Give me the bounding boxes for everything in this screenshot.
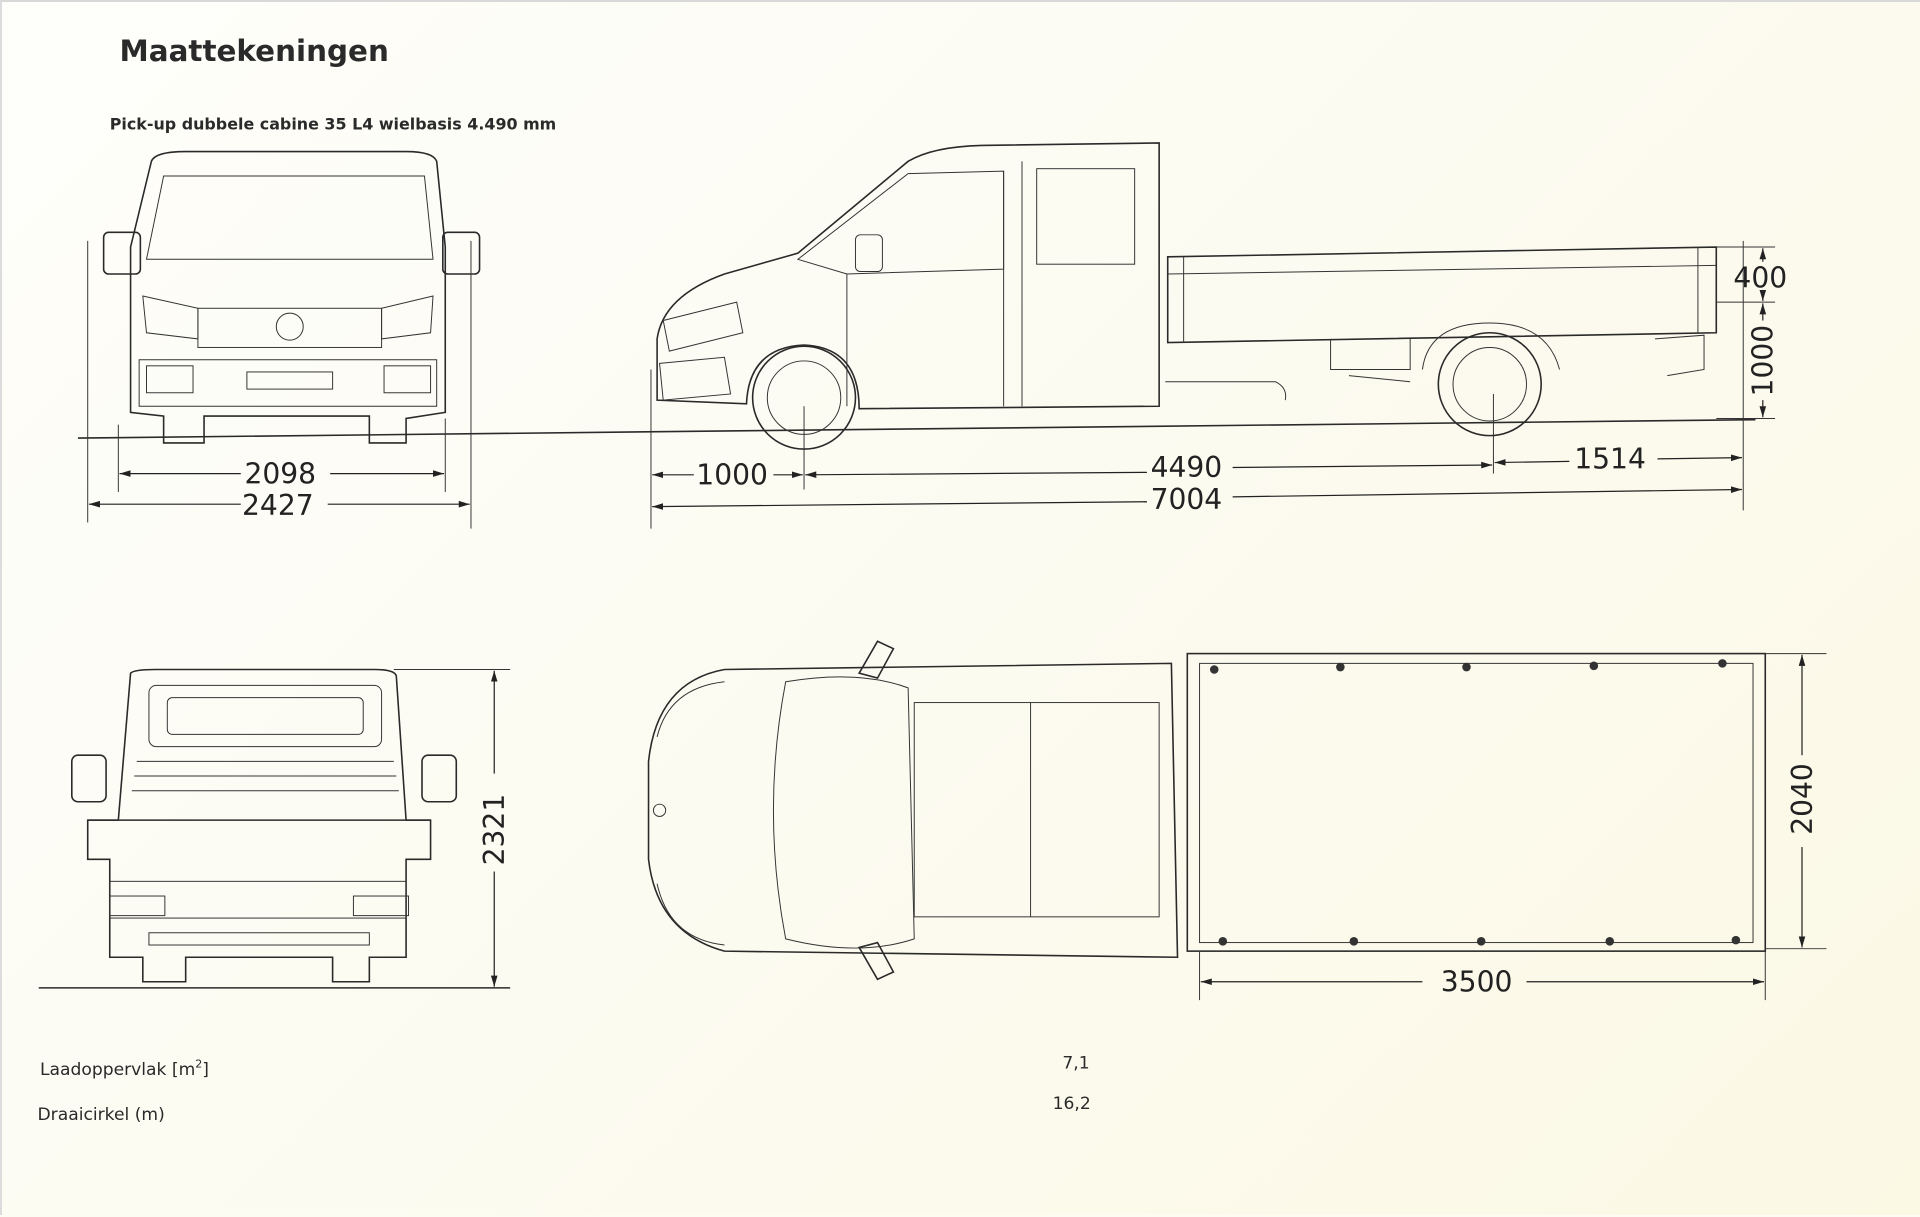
svg-text:Laadoppervlak [m2]: Laadoppervlak [m2] xyxy=(40,1057,209,1079)
dim-bed-side-height: 400 xyxy=(1733,261,1787,294)
dim-rear-overhang: 1514 xyxy=(1574,443,1646,476)
dim-total-length: 7004 xyxy=(1151,483,1223,516)
dim-front-track: 2098 xyxy=(244,457,316,490)
spec-row-draaicirkel: Draaicirkel (m) 16,2 xyxy=(38,1094,1091,1125)
spec-label: Laadoppervlak [m xyxy=(40,1060,195,1080)
dim-bed-length: 3500 xyxy=(1441,966,1513,999)
page-subtitle: Pick-up dubbele cabine 35 L4 wielbasis 4… xyxy=(110,115,557,134)
dim-wheelbase: 4490 xyxy=(1151,451,1223,484)
dim-total-height: 2321 xyxy=(478,794,511,866)
dim-front-width: 2427 xyxy=(242,489,314,522)
spec-label-end: ] xyxy=(202,1060,209,1080)
page-title: Maattekeningen xyxy=(120,34,389,68)
spec-value: 7,1 xyxy=(1062,1054,1089,1074)
dim-bed-floor-height: 1000 xyxy=(1747,325,1780,397)
top-view-drawing xyxy=(647,640,1827,1001)
spec-value: 16,2 xyxy=(1053,1094,1091,1114)
ground-line xyxy=(77,418,1756,439)
front-view-drawing xyxy=(87,150,481,529)
side-view-drawing xyxy=(650,142,1776,529)
spec-label: Draaicirkel (m) xyxy=(38,1105,165,1125)
dim-front-overhang: 1000 xyxy=(696,459,768,492)
spec-row-laadoppervlak: Laadoppervlak [m2] 7,1 xyxy=(40,1054,1090,1080)
spec-label-superscript: 2 xyxy=(195,1057,202,1070)
dim-bed-width: 2040 xyxy=(1786,763,1819,835)
rear-view-drawing xyxy=(38,668,511,989)
